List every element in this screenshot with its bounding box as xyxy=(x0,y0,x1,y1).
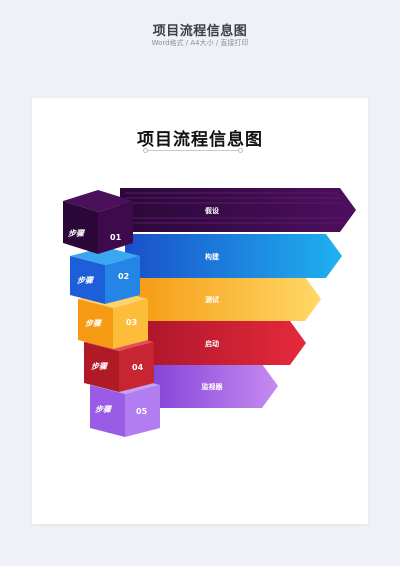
step-1-step-text: 步骤 xyxy=(68,229,86,238)
step-2-label: 构建 xyxy=(205,252,220,261)
step-2-number: 02 xyxy=(118,272,129,281)
step-3-step-text: 步骤 xyxy=(85,319,103,328)
step-1-label: 假设 xyxy=(205,206,220,215)
step-1-arrow: 假设 xyxy=(120,188,356,232)
title-divider xyxy=(143,148,243,153)
step-4-number: 04 xyxy=(132,363,144,372)
step-5-number: 05 xyxy=(136,407,148,416)
step-3-number: 03 xyxy=(126,318,137,327)
step-4-step-text: 步骤 xyxy=(91,362,109,371)
step-5-label: 监视器 xyxy=(202,382,224,391)
page-header-title: 项目流程信息图 xyxy=(152,24,248,39)
step-2-step-text: 步骤 xyxy=(77,276,95,285)
step-5-arrow: 监视器 xyxy=(135,364,278,408)
page-header-subtitle: Word格式 / A4大小 / 直接打印 xyxy=(151,39,249,47)
step-4-cube: 步骤 04 xyxy=(84,333,154,392)
step-1-cube: 步骤 01 xyxy=(63,190,133,254)
document-title: 项目流程信息图 xyxy=(137,130,263,150)
step-3-arrow: 测试 xyxy=(130,277,321,321)
step-1-number: 01 xyxy=(110,233,122,242)
step-2-cube: 步骤 02 xyxy=(70,247,140,304)
step-4-label: 启动 xyxy=(205,339,219,348)
step-2-arrow: 构建 xyxy=(125,234,342,278)
step-3-label: 测试 xyxy=(205,295,219,304)
step-4-arrow: 启动 xyxy=(125,321,306,365)
step-5-step-text: 步骤 xyxy=(95,405,113,414)
